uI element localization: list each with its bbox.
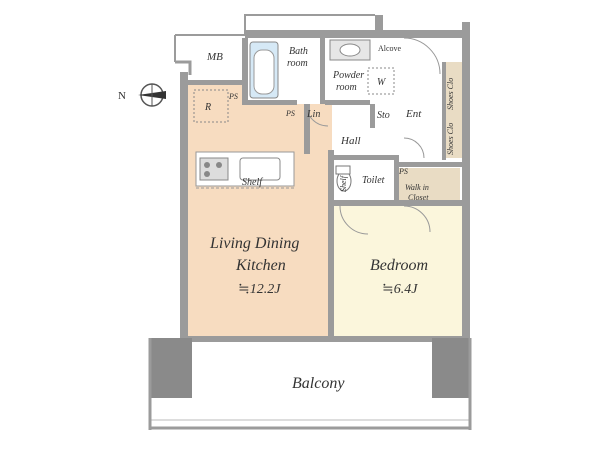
room-label-sto: Sto	[377, 110, 390, 121]
room-area-ldk: ≒12.2J	[238, 282, 281, 297]
room-label-bedroom: Bedroom	[370, 257, 428, 274]
walk-in-closet-floor	[398, 168, 460, 206]
room-label-walk-in-2: Closet	[408, 193, 429, 202]
sink-icon	[239, 157, 281, 181]
washer-space	[367, 67, 395, 95]
room-label-hall: Hall	[340, 135, 361, 147]
room-label-shoes-2: Shoes Clo	[446, 123, 455, 155]
room-label-powder-2: room	[336, 82, 357, 93]
room-label-ldk-2: Kitchen	[235, 257, 286, 274]
room-label-ps-3: PS	[398, 167, 408, 176]
room-label-mb: MB	[206, 51, 223, 63]
room-label-balcony: Balcony	[292, 375, 345, 392]
door-arcs	[305, 37, 441, 235]
shoes-closet-floor	[446, 62, 462, 158]
room-label-shelf-kitchen: Shelf	[242, 177, 263, 188]
stove-icon	[199, 157, 229, 181]
room-label-powder-1: Powder	[332, 70, 364, 81]
room-label-shoes-1: Shoes Clo	[446, 78, 455, 110]
room-label-bathroom-2: room	[287, 58, 308, 69]
room-label-ldk-1: Living Dining	[209, 235, 299, 252]
room-area-bedroom: ≒6.4J	[382, 282, 418, 297]
refrigerator-space	[193, 89, 229, 123]
room-label-refrigerator: R	[204, 102, 211, 113]
room-label-bathroom-1: Bath	[289, 46, 308, 57]
room-label-washer: W	[377, 77, 387, 88]
room-label-ent: Ent	[405, 108, 422, 120]
room-label-ps-1: PS	[228, 92, 238, 101]
compass-north-label: N	[118, 90, 126, 102]
room-label-toilet: Toilet	[362, 175, 385, 186]
room-label-walk-in-1: Walk in	[405, 183, 429, 192]
bedroom-floor	[334, 206, 462, 336]
compass-icon	[138, 83, 166, 107]
room-label-shelf-toilet: Shelf	[339, 174, 348, 192]
room-label-lin: Lin	[306, 109, 320, 120]
balcony	[148, 338, 472, 430]
room-label-ps-2: PS	[285, 109, 295, 118]
room-label-alcove: Alcove	[378, 44, 402, 53]
outer-walls	[174, 14, 470, 340]
